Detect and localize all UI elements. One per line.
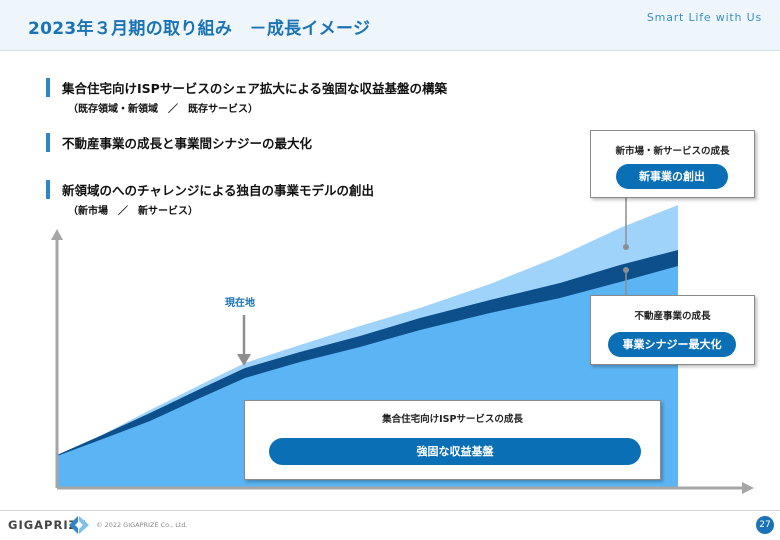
current-position-label: 現在地 [225, 298, 255, 309]
box-isp: 集合住宅向けISPサービスの成長 強固な収益基盤 [244, 400, 661, 480]
connector-new-dot [623, 244, 629, 250]
box-label: 集合住宅向けISPサービスの成長 [382, 414, 523, 425]
box-label: 新市場・新サービスの成長 [615, 146, 730, 157]
header-divider [0, 50, 780, 51]
bullet-sub-text: （新市場 ／ 新サービス） [68, 206, 198, 217]
bullet-sub-text: （既存領域・新領域 ／ 既存サービス） [68, 104, 258, 115]
box-new-business: 新市場・新サービスの成長 新事業の創出 [590, 130, 755, 198]
page-number: 27 [756, 516, 774, 534]
current-arrow-head [237, 354, 251, 366]
bullet-marker [46, 133, 50, 152]
bullet-main-text: 不動産事業の成長と事業間シナジーの最大化 [62, 136, 313, 151]
bullet-main-text: 集合住宅向けISPサービスのシェア拡大による強固な収益基盤の構築 [62, 81, 447, 96]
copyright-text: © 2022 GIGAPRIZE Co., Ltd. [96, 521, 188, 529]
connector-realestate-dot [623, 267, 629, 273]
pill-realestate: 事業シナジー最大化 [608, 332, 736, 357]
brand-tagline: Smart Life with Us [646, 11, 762, 24]
bullet-marker [46, 78, 50, 97]
company-logo: GIGAPRIZE [8, 518, 87, 532]
bullet-main-text: 新領域のへのチャレンジによる独自の事業モデルの創出 [62, 183, 375, 198]
pill-new-business: 新事業の創出 [616, 164, 728, 189]
page-title: 2023年３月期の取り組み －成長イメージ [28, 19, 371, 39]
header-bar [0, 0, 780, 50]
bullet-marker [46, 180, 50, 199]
box-realestate: 不動産事業の成長 事業シナジー最大化 [590, 295, 755, 365]
box-label: 不動産事業の成長 [634, 311, 711, 322]
footer-divider [0, 510, 780, 511]
logo-mark-icon [69, 516, 89, 534]
x-axis-arrow [742, 482, 754, 494]
pill-isp: 強固な収益基盤 [269, 438, 641, 465]
y-axis-arrow [51, 229, 63, 240]
